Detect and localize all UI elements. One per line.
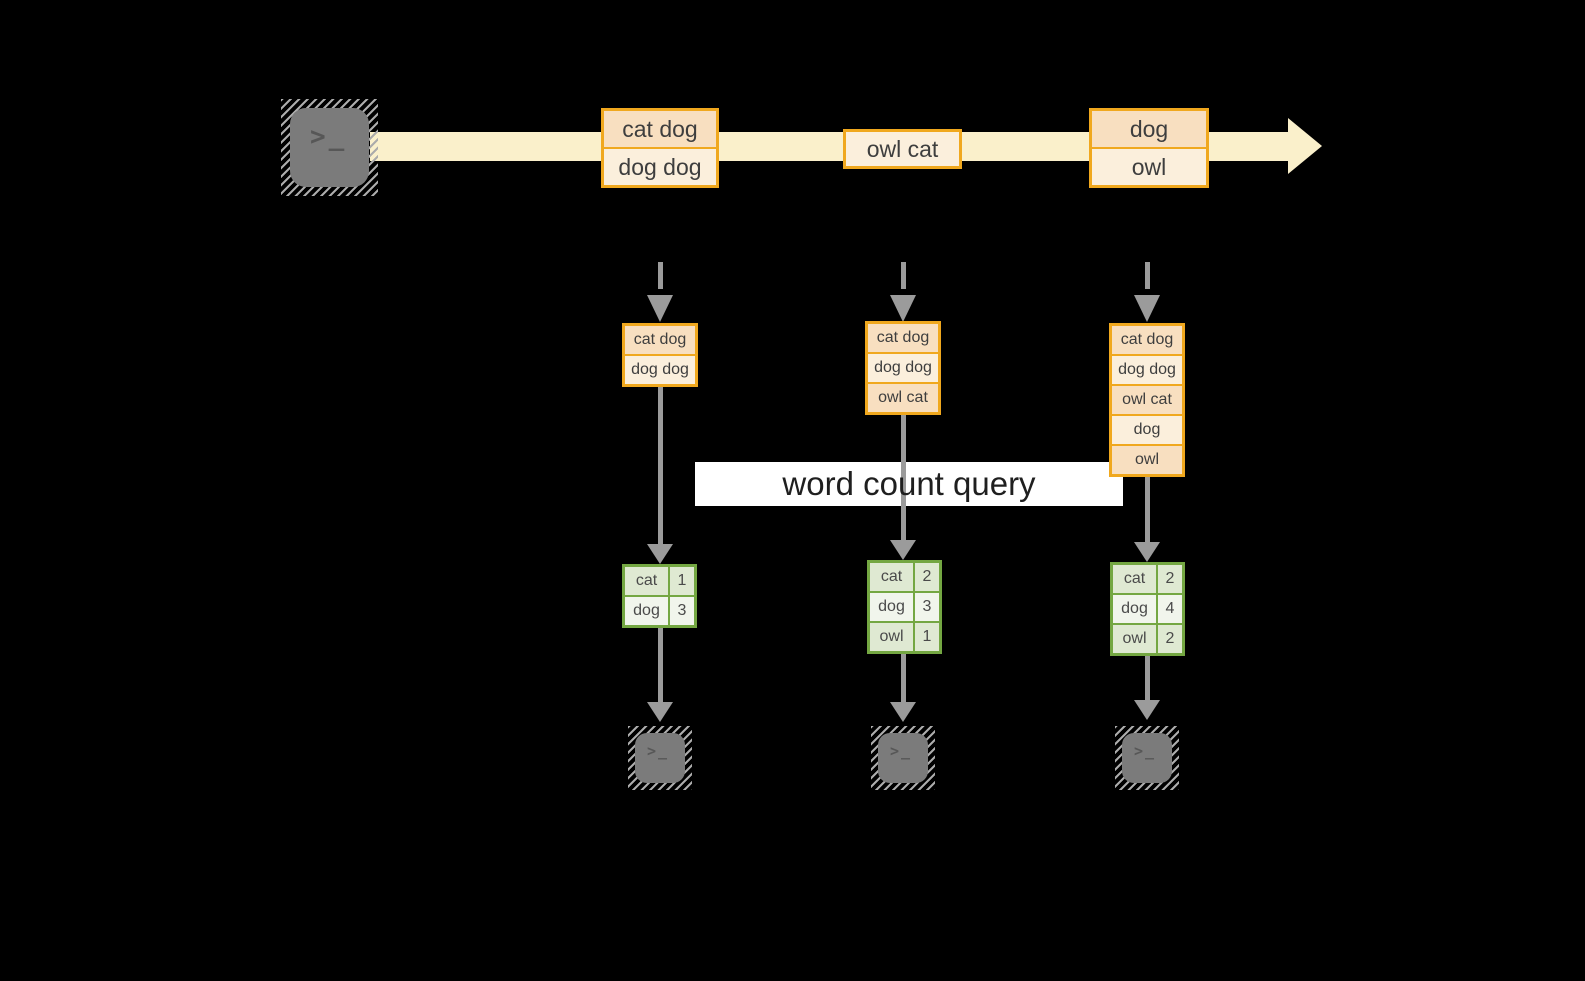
terminal-screen: >_ xyxy=(635,733,685,783)
arrow-down-segment xyxy=(658,628,663,702)
word-cell: dog xyxy=(870,593,913,621)
dashed-arrow-head-icon xyxy=(1134,295,1160,322)
event-line: owl cat xyxy=(846,132,959,166)
event-box-1: cat dog dog dog xyxy=(601,108,719,188)
count-cell: 3 xyxy=(670,597,694,625)
state-line: dog dog xyxy=(868,354,938,382)
event-box-3: dog owl xyxy=(1089,108,1209,188)
state-line: dog xyxy=(1112,416,1182,444)
arrow-down-segment xyxy=(901,415,906,540)
terminal-prompt-glyph: >_ xyxy=(1134,742,1157,760)
arrow-down-head-icon xyxy=(647,702,673,722)
dashed-arrow-segment xyxy=(1145,262,1150,289)
state-box-3: cat dog dog dog owl cat dog owl xyxy=(1109,323,1185,477)
state-line: cat dog xyxy=(625,326,695,354)
word-cell: cat xyxy=(1113,565,1156,593)
output-terminal-icon-2: >_ xyxy=(871,726,935,790)
arrow-down-segment xyxy=(1145,656,1150,700)
source-terminal-icon: >_ xyxy=(281,99,378,196)
arrow-down-head-icon xyxy=(890,702,916,722)
word-count-table-2: cat 2 dog 3 owl 1 xyxy=(867,560,942,654)
terminal-prompt-glyph: >_ xyxy=(647,742,670,760)
count-cell: 4 xyxy=(1158,595,1182,623)
word-count-table-1: cat 1 dog 3 xyxy=(622,564,697,628)
query-label: word count query xyxy=(782,465,1036,502)
state-line: cat dog xyxy=(1112,326,1182,354)
count-cell: 1 xyxy=(915,623,939,651)
count-cell: 3 xyxy=(915,593,939,621)
arrow-down-head-icon xyxy=(647,544,673,564)
count-cell: 2 xyxy=(1158,625,1182,653)
arrow-down-head-icon xyxy=(890,540,916,560)
terminal-screen: >_ xyxy=(878,733,928,783)
state-line: owl cat xyxy=(1112,386,1182,414)
dashed-arrow-head-icon xyxy=(647,295,673,322)
word-count-table-3: cat 2 dog 4 owl 2 xyxy=(1110,562,1185,656)
arrow-down-head-icon xyxy=(1134,542,1160,562)
state-box-1: cat dog dog dog xyxy=(622,323,698,387)
query-band xyxy=(695,462,1123,506)
word-cell: owl xyxy=(1113,625,1156,653)
event-line: owl xyxy=(1092,149,1206,185)
state-line: dog dog xyxy=(625,356,695,384)
state-line: owl cat xyxy=(868,384,938,412)
arrow-down-segment xyxy=(901,654,906,702)
word-cell: cat xyxy=(625,567,668,595)
count-cell: 2 xyxy=(915,563,939,591)
arrow-down-head-icon xyxy=(1134,700,1160,720)
stream-arrowhead-icon xyxy=(1288,118,1322,174)
count-cell: 2 xyxy=(1158,565,1182,593)
terminal-screen: >_ xyxy=(290,108,369,187)
dashed-arrow-segment xyxy=(658,262,663,289)
state-line: cat dog xyxy=(868,324,938,352)
event-box-2: owl cat xyxy=(843,129,962,169)
state-line: owl xyxy=(1112,446,1182,474)
dashed-arrow-head-icon xyxy=(890,295,916,322)
terminal-screen: >_ xyxy=(1122,733,1172,783)
output-terminal-icon-3: >_ xyxy=(1115,726,1179,790)
output-terminal-icon-1: >_ xyxy=(628,726,692,790)
word-cell: owl xyxy=(870,623,913,651)
event-line: dog xyxy=(1092,111,1206,147)
event-line: cat dog xyxy=(604,111,716,147)
dashed-arrow-segment xyxy=(901,262,906,289)
arrow-down-segment xyxy=(658,385,663,544)
terminal-prompt-glyph: >_ xyxy=(310,122,348,152)
state-line: dog dog xyxy=(1112,356,1182,384)
event-line: dog dog xyxy=(604,149,716,185)
word-cell: dog xyxy=(625,597,668,625)
state-box-2: cat dog dog dog owl cat xyxy=(865,321,941,415)
terminal-prompt-glyph: >_ xyxy=(890,742,913,760)
arrow-down-segment xyxy=(1145,477,1150,542)
word-cell: cat xyxy=(870,563,913,591)
word-cell: dog xyxy=(1113,595,1156,623)
count-cell: 1 xyxy=(670,567,694,595)
